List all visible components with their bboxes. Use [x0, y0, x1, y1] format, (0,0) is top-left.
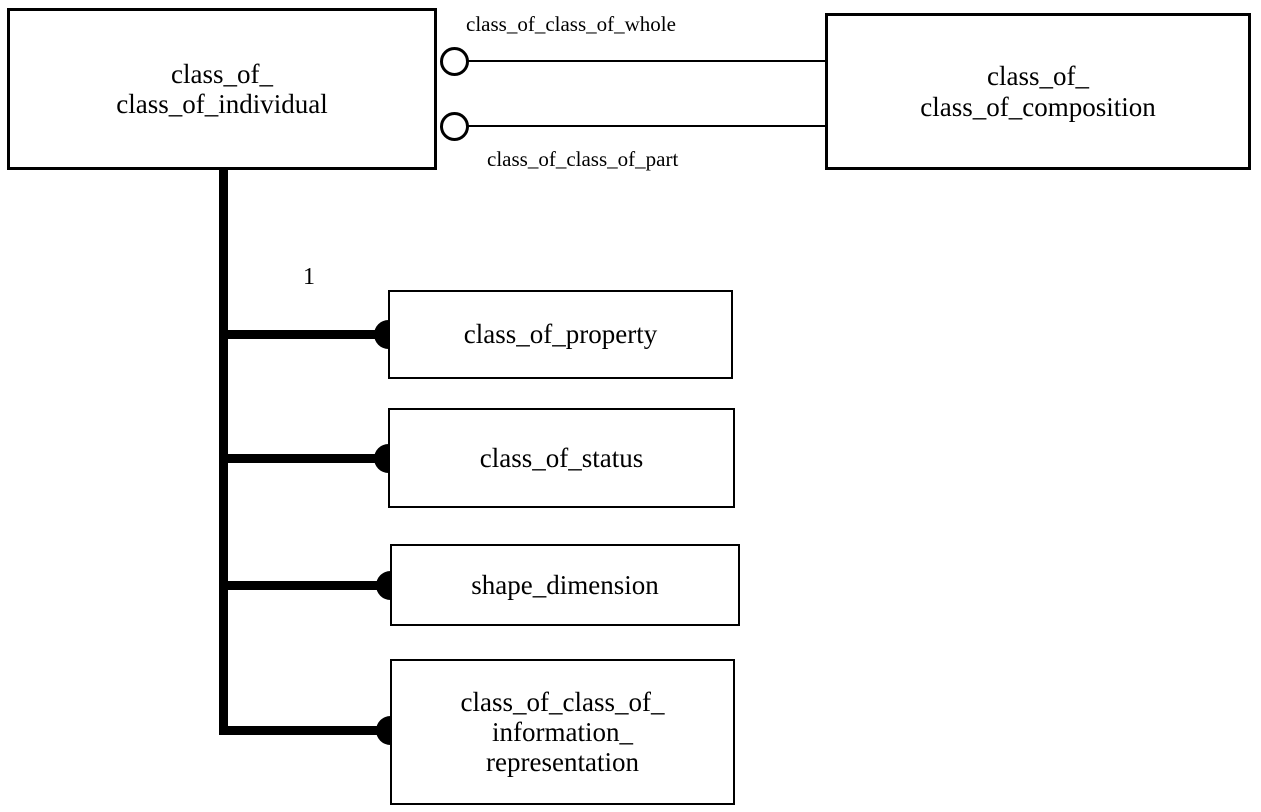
subtype-tree-trunk — [219, 168, 228, 735]
subtype-branch-class-of-status — [219, 454, 391, 463]
cardinality-label-first-branch: 1 — [303, 264, 315, 290]
entity-box-class-of-class-of-information-representation[interactable]: class_of_class_of_ information_ represen… — [390, 659, 735, 805]
entity-box-class-of-property[interactable]: class_of_property — [388, 290, 733, 379]
entity-label-class-of-class-of-individual: class_of_ class_of_individual — [116, 58, 328, 119]
entity-box-class-of-class-of-individual[interactable]: class_of_ class_of_individual — [7, 8, 437, 170]
relationship-circle-class-of-class-of-part[interactable] — [440, 112, 469, 141]
relationship-label-class-of-class-of-whole: class_of_class_of_whole — [466, 12, 676, 36]
subtype-branch-class-of-property — [219, 330, 391, 339]
entity-box-class-of-class-of-composition[interactable]: class_of_ class_of_composition — [825, 13, 1251, 170]
subtype-branch-shape-dimension — [219, 581, 393, 590]
entity-box-shape-dimension[interactable]: shape_dimension — [390, 544, 740, 626]
relationship-circle-class-of-class-of-whole[interactable] — [440, 47, 469, 76]
relationship-label-class-of-class-of-part: class_of_class_of_part — [487, 147, 679, 171]
entity-label-class-of-class-of-information-representation: class_of_class_of_ information_ represen… — [460, 686, 665, 778]
subtype-branch-class-of-class-of-information-representation — [219, 726, 393, 735]
relationship-line-class-of-class-of-part — [468, 125, 826, 127]
entity-label-shape-dimension: shape_dimension — [471, 569, 659, 600]
entity-box-class-of-status[interactable]: class_of_status — [388, 408, 735, 508]
entity-label-class-of-property: class_of_property — [463, 319, 658, 350]
entity-label-class-of-class-of-composition: class_of_ class_of_composition — [920, 61, 1156, 122]
entity-label-class-of-status: class_of_status — [479, 442, 644, 473]
relationship-line-class-of-class-of-whole — [468, 60, 826, 62]
